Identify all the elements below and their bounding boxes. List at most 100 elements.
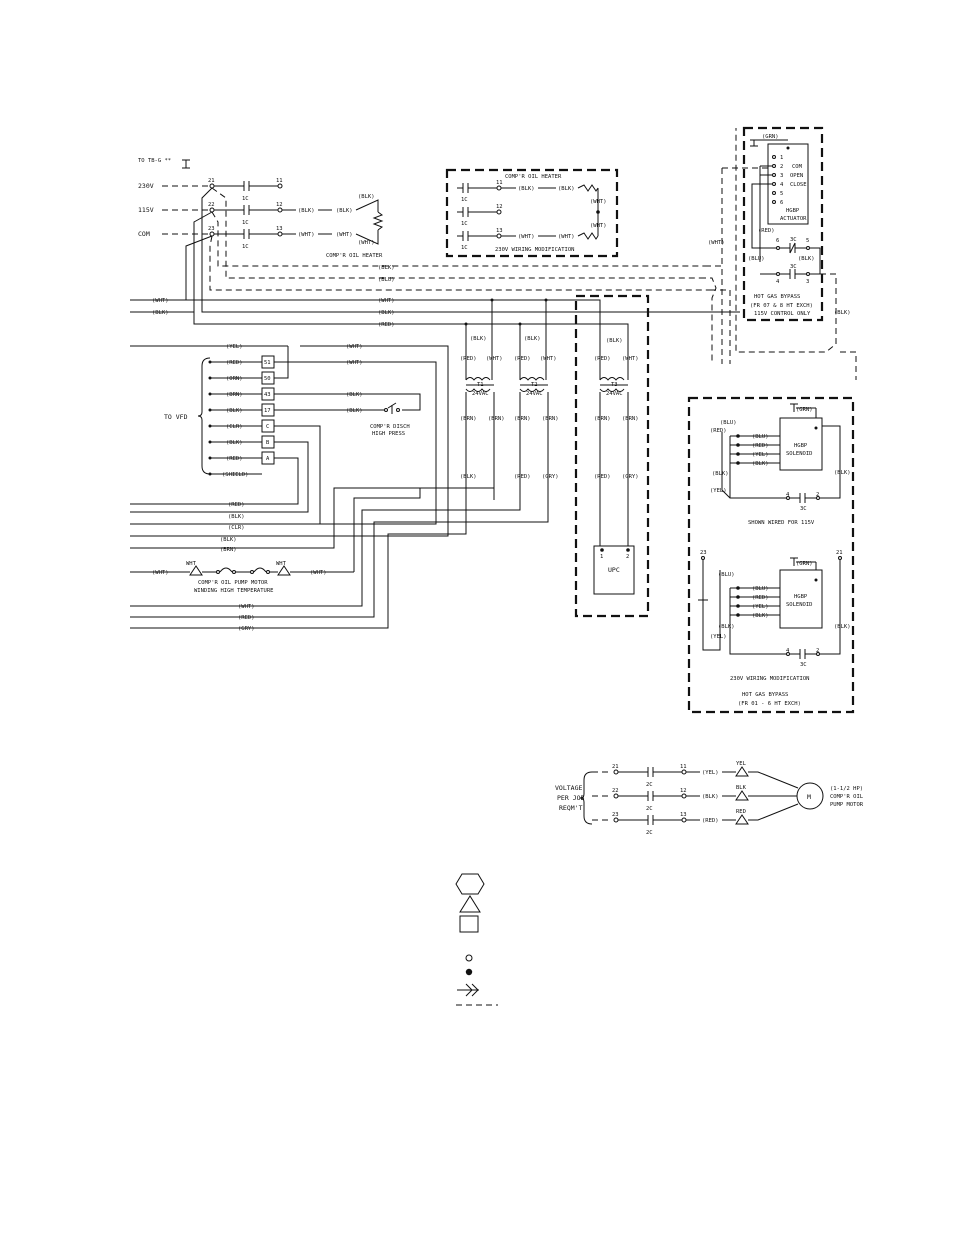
svg-text:(YEL): (YEL) [710, 634, 727, 640]
svg-text:11: 11 [496, 180, 503, 186]
svg-text:(WHT): (WHT) [590, 199, 607, 205]
label-22: 22 [208, 202, 215, 208]
svg-text:(BLK): (BLK) [228, 514, 245, 520]
triangle-symbol [459, 895, 481, 913]
svg-text:(BLU): (BLU) [748, 256, 765, 262]
svg-text:(RED): (RED) [702, 818, 719, 824]
svg-text:(WHT): (WHT) [558, 234, 575, 240]
svg-text:23: 23 [612, 812, 619, 818]
svg-text:(WHT): (WHT) [238, 604, 255, 610]
svg-text:(WHT): (WHT) [518, 234, 535, 240]
svg-text:(GRN): (GRN) [796, 407, 813, 413]
hgbp-solenoid-115 [779, 417, 823, 471]
svg-text:WHT: WHT [186, 561, 197, 567]
svg-text:(RED): (RED) [228, 502, 245, 508]
legend-symbols [455, 873, 498, 1006]
terminal-23 [209, 231, 215, 237]
hipress-label: HIGH PRESS [372, 431, 405, 437]
svg-text:SOLENOID: SOLENOID [786, 451, 813, 457]
terminal-22 [209, 207, 215, 213]
svg-text:(BLK): (BLK) [346, 408, 363, 414]
label-23: 23 [208, 226, 215, 232]
svg-text:BLK: BLK [736, 785, 747, 791]
wire-wht-h2: (WHT) [336, 232, 353, 238]
voltage-label-2: PER JOB [557, 794, 584, 802]
svg-text:(RED): (RED) [752, 595, 769, 601]
oil-heater-resistor [372, 211, 384, 231]
svg-text:(BLK): (BLK) [518, 186, 535, 192]
svg-text:2: 2 [816, 648, 819, 654]
svg-text:24VAC: 24VAC [472, 391, 489, 397]
svg-text:COMP'R OIL: COMP'R OIL [830, 794, 864, 800]
hgb-title-bottom: HOT GAS BYPASS [742, 692, 788, 698]
svg-text:(RED): (RED) [594, 474, 611, 480]
label-13: 13 [276, 226, 283, 232]
svg-text:(BLK): (BLK) [798, 256, 815, 262]
svg-text:(WHT): (WHT) [486, 356, 503, 362]
svg-text:43: 43 [264, 392, 271, 398]
svg-text:(BLK): (BLK) [702, 794, 719, 800]
svg-text:22: 22 [612, 788, 619, 794]
svg-text:B: B [266, 440, 270, 446]
oil-heater-label: COMP'R OIL HEATER [326, 253, 383, 259]
wire-blk-left: (BLK) [152, 310, 169, 316]
svg-text:1: 1 [600, 554, 603, 560]
svg-text:24VAC: 24VAC [526, 391, 543, 397]
svg-text:(YEL): (YEL) [226, 344, 243, 350]
pump-winding-label2: WINDING HIGH TEMPERATURE [194, 588, 273, 594]
svg-text:21: 21 [836, 550, 843, 556]
svg-text:2: 2 [816, 492, 819, 498]
oil-pump-motor-section: VOLTAGE PER JOB REQM'T 21 22 23 2C 2C 2C… [555, 761, 864, 836]
label-12: 12 [276, 202, 283, 208]
wire-wht-h3: (WHT) [358, 240, 375, 246]
svg-text:(BLK): (BLK) [834, 470, 851, 476]
svg-text:(BRN): (BRN) [488, 416, 505, 422]
svg-text:(GRY): (GRY) [542, 474, 559, 480]
svg-text:(WHT): (WHT) [708, 240, 725, 246]
svg-text:23: 23 [700, 550, 707, 556]
svg-text:(RED): (RED) [514, 356, 531, 362]
svg-text:(WHT): (WHT) [346, 344, 363, 350]
svg-text:(BRN): (BRN) [514, 416, 531, 422]
svg-text:1C: 1C [461, 197, 468, 203]
svg-text:2: 2 [626, 554, 629, 560]
hexagon-symbol [455, 873, 485, 895]
svg-text:50: 50 [264, 376, 271, 382]
svg-text:(BLK): (BLK) [524, 336, 541, 342]
junction-symbol [465, 968, 473, 976]
svg-text:M: M [807, 793, 811, 801]
svg-text:(RED): (RED) [238, 615, 255, 621]
svg-text:ACTUATOR: ACTUATOR [780, 216, 807, 222]
svg-text:HGBP: HGBP [794, 443, 808, 449]
svg-text:(BRN): (BRN) [220, 547, 237, 553]
svg-text:(BLK): (BLK) [712, 471, 729, 477]
disch-label: COMP'R DISCH [370, 424, 410, 430]
svg-text:2: 2 [780, 164, 783, 170]
svg-text:RED: RED [736, 809, 746, 815]
wire-blk-bus2: (BLK) [378, 310, 395, 316]
svg-text:3C: 3C [800, 662, 807, 668]
svg-text:3: 3 [780, 173, 783, 179]
svg-text:4: 4 [780, 182, 784, 188]
oil-heater-230v-mod: COMP'R OIL HEATER 1C 1C 1C 11 12 13 (BLK… [445, 168, 619, 258]
svg-text:PUMP MOTOR: PUMP MOTOR [830, 802, 864, 808]
wire-wht-h1: (WHT) [298, 232, 315, 238]
label-11: 11 [276, 178, 283, 184]
svg-text:(GRY): (GRY) [238, 626, 255, 632]
svg-text:(RED): (RED) [710, 428, 727, 434]
svg-text:(BLU): (BLU) [720, 420, 737, 426]
svg-text:CLOSE: CLOSE [790, 182, 807, 188]
svg-text:4: 4 [776, 279, 780, 285]
voltage-230v: 230V [138, 182, 154, 190]
svg-text:6: 6 [780, 200, 783, 206]
svg-text:(BLK): (BLK) [834, 310, 851, 316]
svg-text:(BLK): (BLK) [718, 624, 735, 630]
svg-text:4: 4 [786, 648, 790, 654]
contact-1c-c: 1C [242, 244, 249, 250]
svg-text:(BLK): (BLK) [752, 613, 769, 619]
wire-blk-bus1: (BLK) [378, 265, 395, 271]
svg-text:(RED): (RED) [594, 356, 611, 362]
svg-text:12: 12 [680, 788, 687, 794]
svg-text:YEL: YEL [736, 761, 747, 767]
